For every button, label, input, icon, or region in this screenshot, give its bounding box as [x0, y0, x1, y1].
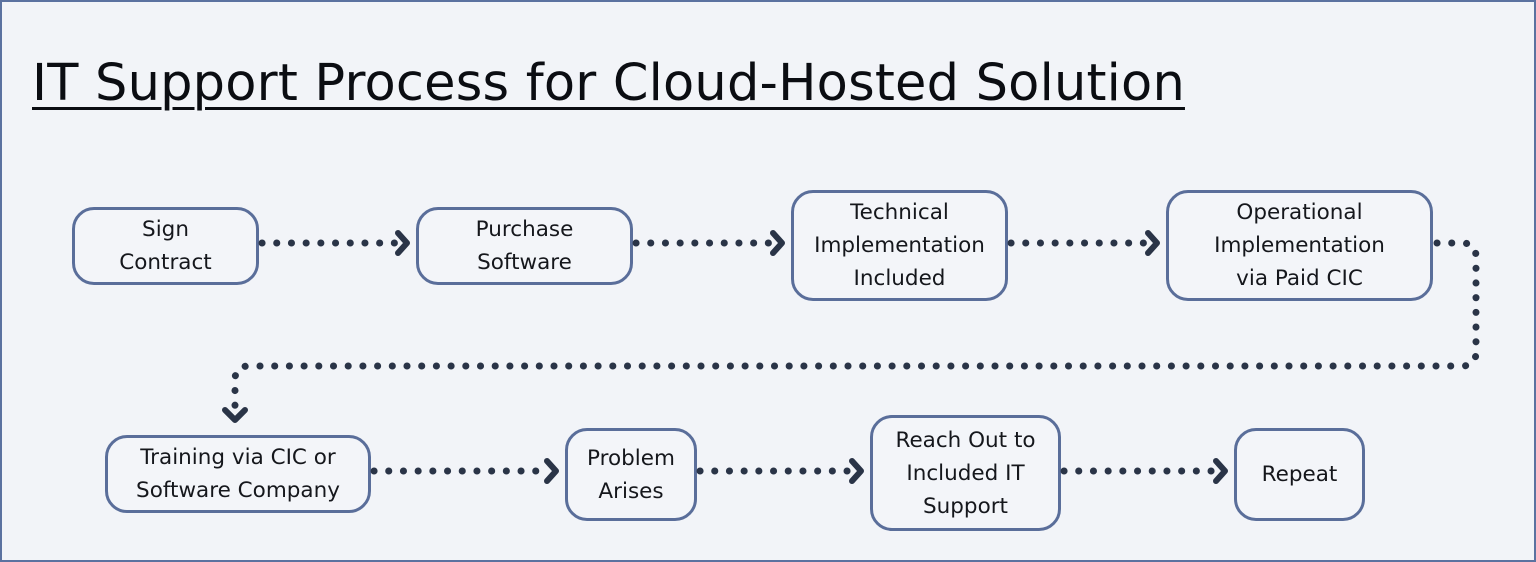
- node-label: Sign Contract: [119, 217, 212, 275]
- node-label: Purchase Software: [475, 217, 574, 275]
- node-repeat: Repeat: [1234, 428, 1365, 521]
- node-label: Reach Out to Included IT Support: [895, 427, 1036, 519]
- node-label: Problem Arises: [587, 445, 675, 504]
- diagram-title: IT Support Process for Cloud-Hosted Solu…: [32, 54, 1185, 113]
- node-label: Training via CIC or Software Company: [136, 445, 340, 503]
- node-label: Technical Implementation Included: [814, 200, 985, 291]
- node-sign-contract: Sign Contract: [72, 207, 259, 285]
- node-problem-arises: Problem Arises: [565, 428, 697, 521]
- node-label: Repeat: [1261, 462, 1338, 487]
- node-training: Training via CIC or Software Company: [105, 435, 371, 513]
- node-operational-implementation: Operational Implementation via Paid CIC: [1166, 190, 1433, 301]
- node-purchase-software: Purchase Software: [416, 207, 633, 285]
- node-reach-out: Reach Out to Included IT Support: [870, 415, 1061, 531]
- node-label: Operational Implementation via Paid CIC: [1214, 200, 1385, 291]
- node-technical-implementation: Technical Implementation Included: [791, 190, 1008, 301]
